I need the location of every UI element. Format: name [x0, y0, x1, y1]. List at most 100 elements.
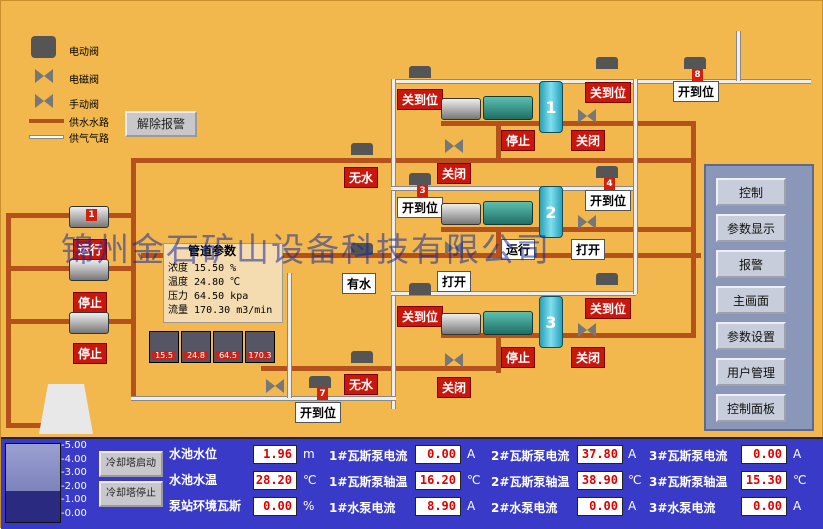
readout-value: 37.80 [577, 445, 623, 464]
readout-value: 38.90 [577, 471, 623, 490]
readout-unit: A [628, 499, 637, 513]
readout-label: 2#水泵电流 [491, 501, 558, 515]
valve-2-actuator[interactable] [596, 57, 618, 69]
readout-value: 1.96 [253, 445, 297, 464]
solenoid-valve-1[interactable] [351, 143, 373, 155]
readout-label: 2#瓦斯泵电流 [491, 449, 570, 463]
manual-valve[interactable] [266, 379, 284, 393]
readout-label: 3#水泵电流 [649, 501, 716, 515]
cooling-tower-start-button[interactable]: 冷却塔启动 [99, 451, 163, 477]
valve-open-2a-status: 打开 [437, 271, 472, 292]
gas-pump-3-motor[interactable] [441, 313, 481, 335]
menu-param-settings[interactable]: 参数设置 [716, 322, 786, 350]
menu-control[interactable]: 控制 [716, 178, 786, 206]
readout-unit: A [793, 499, 802, 513]
water-pipe [441, 121, 696, 126]
legend-solenoid-valve: 电磁阀 [69, 75, 99, 86]
gas-pipe [391, 291, 636, 296]
valve-3-status: 开到位 [397, 197, 444, 218]
readout-unit: ℃ [628, 473, 642, 487]
readout-label: 水池水位 [169, 447, 218, 461]
readout-unit: A [467, 447, 476, 461]
readout-label: 2#瓦斯泵轴温 [491, 475, 570, 489]
valve-open-2b-status: 打开 [571, 239, 606, 260]
readout-unit: A [793, 447, 802, 461]
menu-main-screen[interactable]: 主画面 [716, 286, 786, 314]
valve-8-actuator[interactable] [684, 57, 706, 69]
gas-pump-2-motor[interactable] [441, 203, 481, 225]
water-level-fill [6, 491, 60, 522]
valve-6-actuator[interactable] [596, 273, 618, 285]
water-pipe [141, 253, 701, 258]
water-pipe [131, 158, 696, 163]
readout-label: 水池水温 [169, 473, 218, 487]
valve-close-1b[interactable] [578, 109, 596, 123]
valve-open-2b[interactable] [578, 215, 596, 229]
left-pump-2[interactable] [69, 259, 109, 281]
water-level-gauge [5, 443, 61, 523]
level-gauge-ticks: -5.00 -4.00 -3.00 -2.00 -1.00 -0.00 [61, 440, 87, 519]
valve-5-actuator[interactable] [409, 283, 431, 295]
params-title: 管道参数 [188, 244, 237, 258]
readout-value: 15.30 [741, 471, 787, 490]
clear-alarm-button[interactable]: 解除报警 [125, 111, 197, 137]
legend-motor-valve: 电动阀 [69, 47, 99, 58]
readout-value: 0.00 [253, 497, 297, 516]
readout-value: 0.00 [415, 445, 461, 464]
readout-unit: ℃ [793, 473, 807, 487]
readout-unit: m [303, 447, 315, 461]
side-menu-panel: 控制 参数显示 报警 主画面 参数设置 用户管理 控制面板 [704, 164, 814, 431]
legend-water-pipe: 供水水路 [69, 118, 109, 129]
valve-close-3a[interactable] [445, 353, 463, 367]
solenoid-valve-3[interactable] [351, 351, 373, 363]
menu-user-management[interactable]: 用户管理 [716, 358, 786, 386]
water-pipe-icon [29, 119, 64, 123]
gas-pipe [391, 79, 396, 409]
readout-unit: % [303, 499, 315, 513]
valve-2-status: 关到位 [585, 82, 632, 103]
solenoid-valve-2[interactable] [351, 243, 373, 255]
valve-close-3b[interactable] [578, 323, 596, 337]
readout-value: 0.00 [741, 445, 787, 464]
motor-valve-icon [31, 36, 56, 58]
readout-value: 8.90 [415, 497, 461, 516]
water-pipe [441, 333, 696, 338]
valve-3-number: 3 [417, 185, 428, 197]
water-pipe [496, 333, 501, 373]
water-pipe [691, 121, 696, 336]
readout-label: 3#瓦斯泵电流 [649, 449, 728, 463]
valve-3-actuator[interactable] [409, 173, 431, 185]
water-pump-1[interactable] [483, 96, 533, 120]
gas-pipe [633, 79, 638, 294]
water-pipe [131, 158, 136, 398]
water-pump-3[interactable] [483, 311, 533, 335]
cooling-tower-stop-button[interactable]: 冷却塔停止 [99, 481, 163, 507]
valve-7-actuator[interactable] [309, 376, 331, 388]
left-pump-3[interactable] [69, 312, 109, 334]
valve-open-2a[interactable] [445, 241, 463, 255]
valve-6-status: 关到位 [585, 298, 632, 319]
menu-param-display[interactable]: 参数显示 [716, 214, 786, 242]
solenoid-valve-icon [35, 69, 53, 83]
menu-alarm[interactable]: 报警 [716, 250, 786, 278]
valve-close-1a[interactable] [445, 139, 463, 153]
water-pump-2[interactable] [483, 201, 533, 225]
gas-pipe [736, 31, 741, 81]
water-pipe [441, 227, 696, 232]
meter-4: 170.3 [245, 331, 275, 363]
valve-1-actuator[interactable] [409, 66, 431, 78]
valve-1-status: 关到位 [397, 89, 444, 110]
params-rows: 浓度 15.50 % 温度 24.80 ℃ 压力 64.50 kpa 流量 17… [168, 263, 273, 316]
valve-close-3b-status: 关闭 [571, 347, 606, 368]
gas-pump-1-motor[interactable] [441, 98, 481, 120]
valve-5-status: 关到位 [397, 306, 444, 327]
separator-tank-2: 2 [539, 186, 563, 238]
valve-4-actuator[interactable] [596, 166, 618, 178]
no-water-status-1: 无水 [344, 167, 379, 188]
valve-close-1a-status: 关闭 [437, 163, 472, 184]
bottom-status-bar: -5.00 -4.00 -3.00 -2.00 -1.00 -0.00 冷却塔启… [1, 437, 823, 529]
menu-control-panel[interactable]: 控制面板 [716, 394, 786, 422]
water-pipe [6, 213, 11, 428]
legend-manual-valve: 手动阀 [69, 100, 99, 111]
pipe-params-box: 管道参数 浓度 15.50 % 温度 24.80 ℃ 压力 64.50 kpa … [163, 243, 283, 323]
